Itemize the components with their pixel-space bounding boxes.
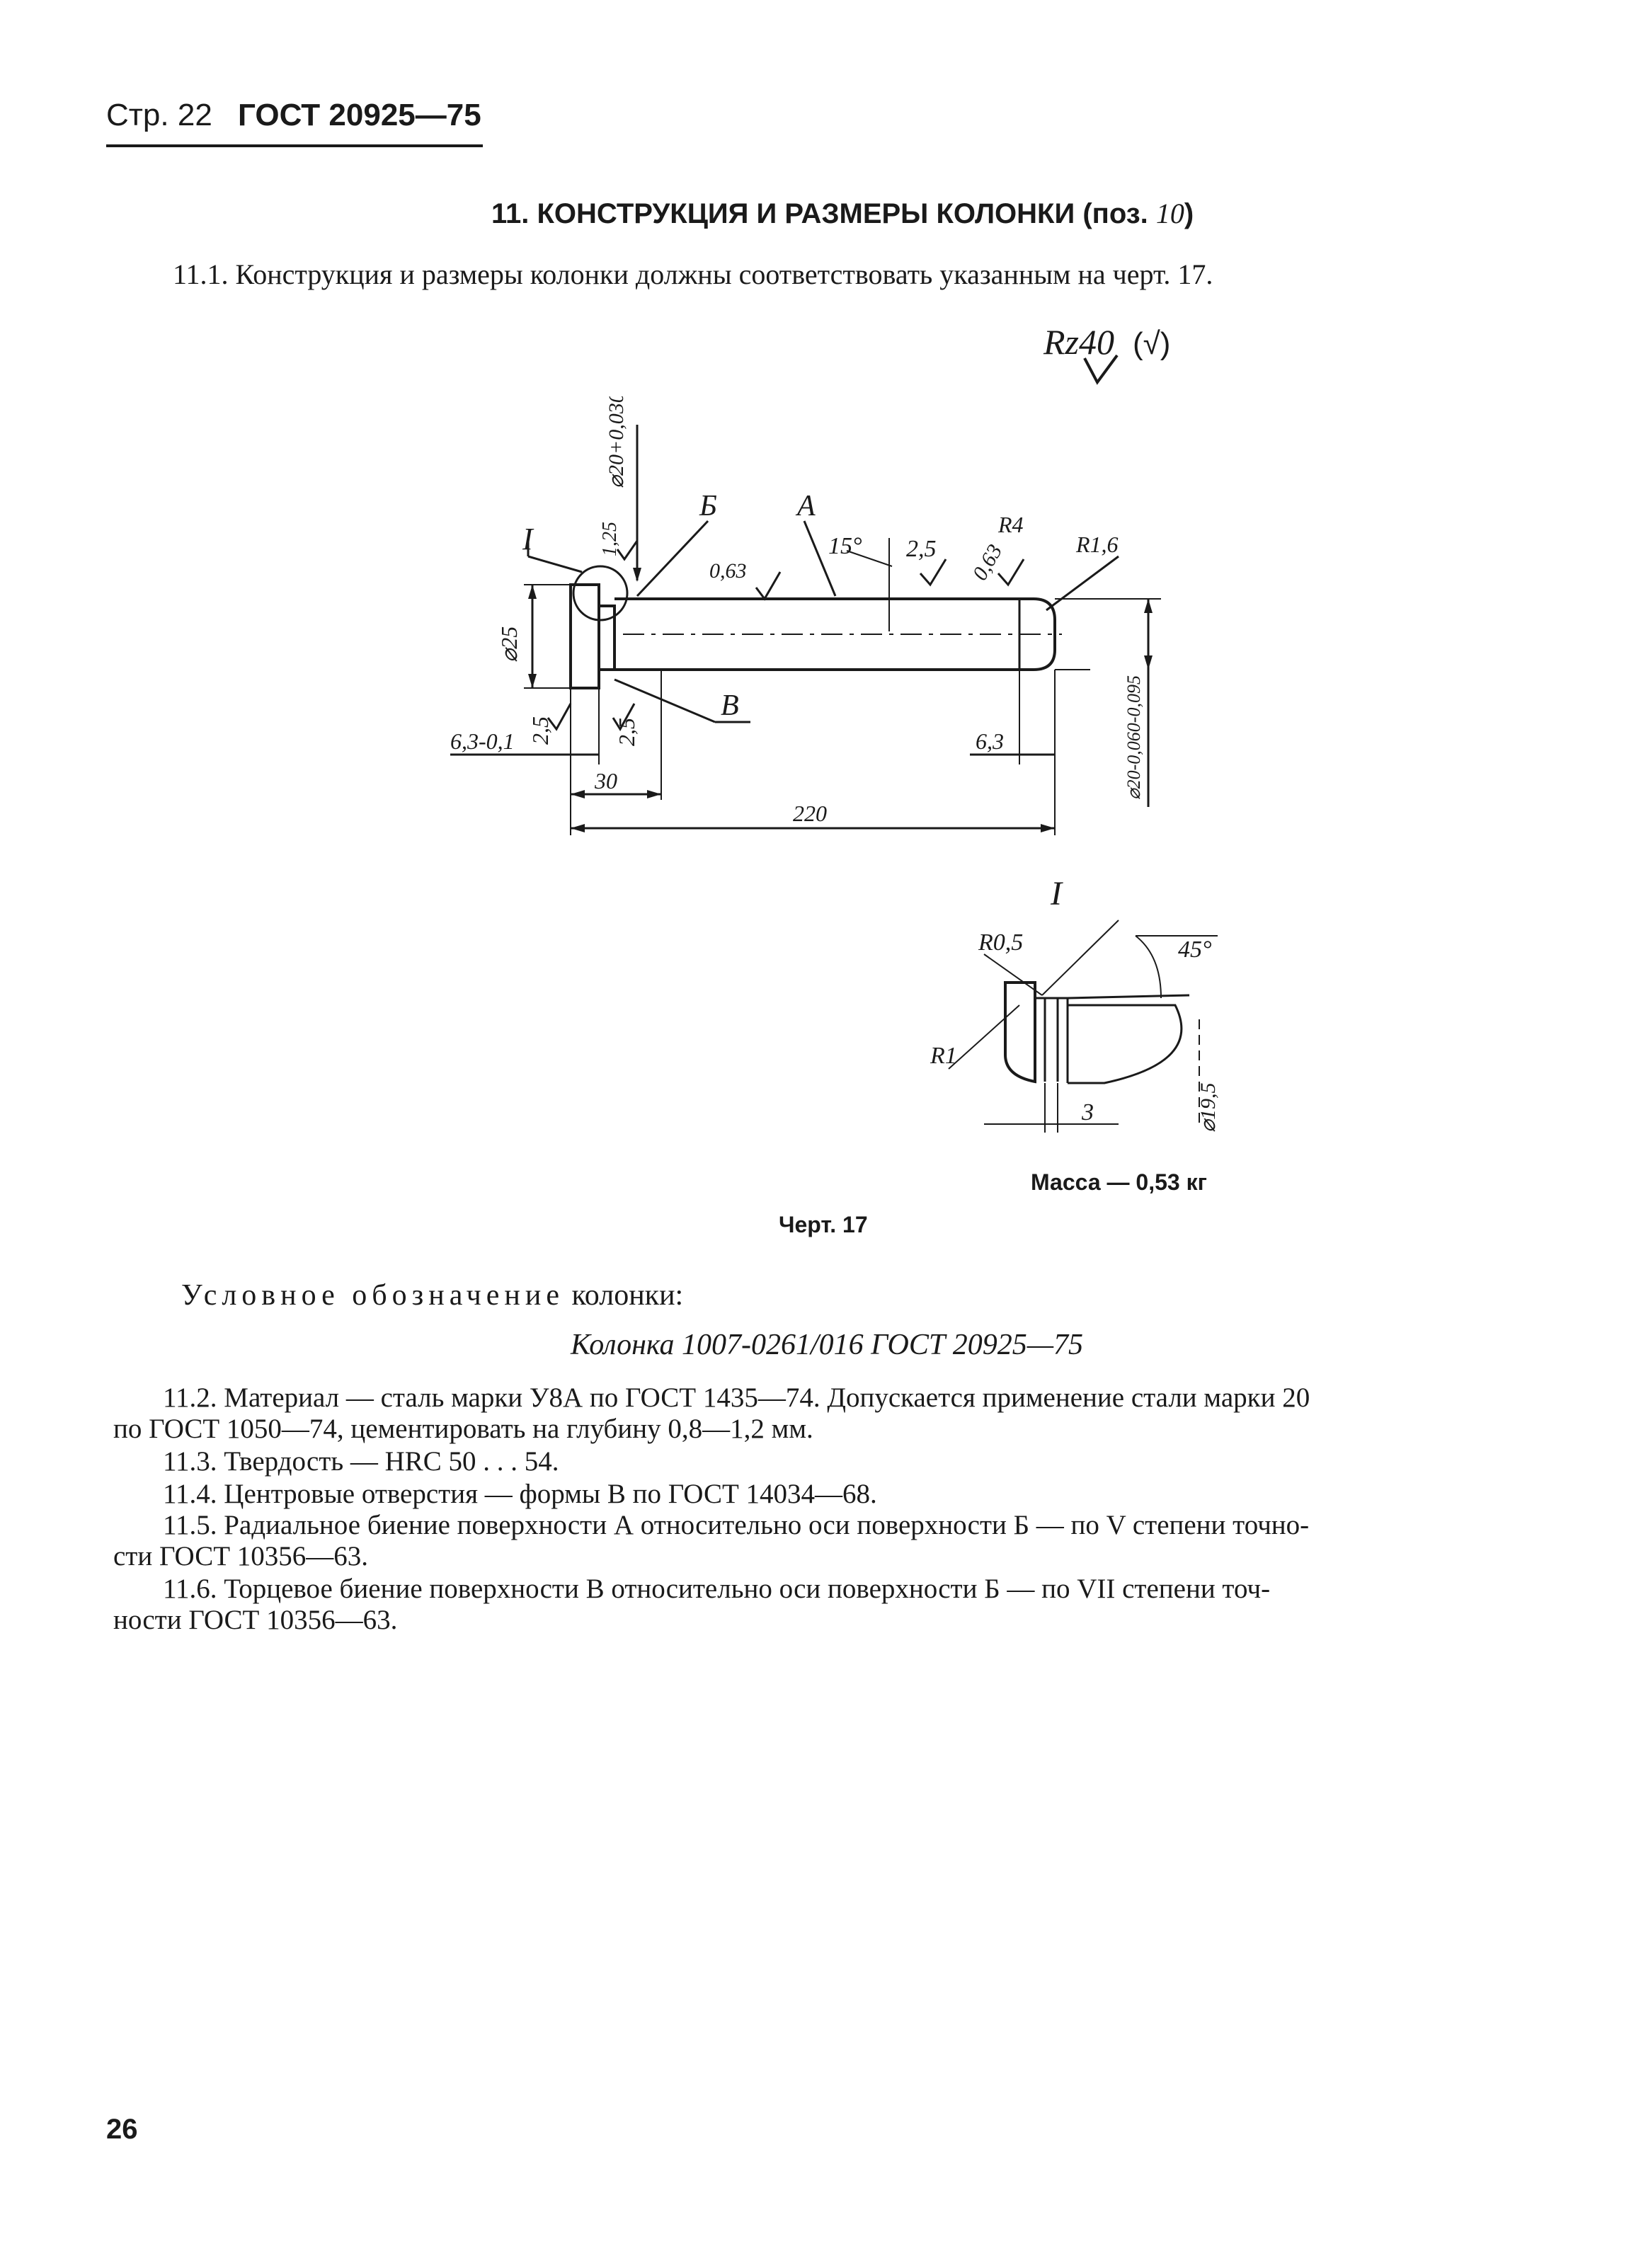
page-number: 26 — [106, 2114, 138, 2145]
label-r16: R1,6 — [1075, 532, 1119, 557]
section-title: 11. КОНСТРУКЦИЯ И РАЗМЕРЫ КОЛОНКИ (поз. … — [491, 197, 1194, 230]
section-title-text: 11. КОНСТРУКЦИЯ И РАЗМЕРЫ КОЛОНКИ (поз. — [491, 198, 1156, 229]
roughness-check: (√) — [1133, 326, 1171, 361]
label-dim-220: 220 — [793, 801, 827, 826]
label-rough-063-a: 0,63 — [709, 559, 747, 583]
detail-angle-arc — [1135, 935, 1162, 999]
detail-head — [1004, 981, 1036, 1084]
label-v: В — [721, 689, 739, 722]
detail-r05: R0,5 — [978, 929, 1023, 956]
label-angle-15: 15° — [828, 533, 862, 559]
label-dim-30: 30 — [594, 768, 617, 794]
label-d25: ⌀25 — [496, 626, 522, 663]
leader-v — [614, 678, 716, 723]
label-tol-top: ⌀20+0,030+0,015 — [605, 396, 628, 488]
figure-caption: Черт. 17 — [779, 1212, 868, 1237]
section-title-close: ) — [1184, 198, 1194, 229]
detail-leader — [527, 555, 583, 573]
detail-dim-3-label: 3 — [1081, 1099, 1094, 1126]
page-label: Стр. 22 — [106, 98, 212, 132]
label-r4: R4 — [997, 512, 1024, 537]
paragraph-11-6-b: ности ГОСТ 10356—63. — [113, 1605, 398, 1635]
label-dim-63-left: 6,3-0,1 — [450, 728, 515, 754]
paragraph-11-4: 11.4. Центровые отверстия — формы В по Г… — [163, 1479, 877, 1509]
roughness-rz: Rz40 — [1044, 322, 1114, 362]
detail-shaft — [1068, 1004, 1183, 1084]
paragraph-11-6-a: 11.6. Торцевое биение поверхности В отно… — [163, 1574, 1271, 1604]
designation-label-spaced: Условное обозначение — [181, 1279, 565, 1312]
section-title-ref: 10 — [1155, 197, 1184, 229]
standard-number: ГОСТ 20925—75 — [238, 98, 481, 132]
label-mark-one: I — [522, 522, 534, 556]
paragraph-11-2-b: по ГОСТ 1050—74, цементировать на глубин… — [113, 1414, 813, 1444]
designation-label: Условное обозначение колонки: — [181, 1278, 683, 1312]
roughness-check-icon — [1083, 354, 1119, 385]
leader-r16 — [1046, 555, 1119, 612]
column-drawing: ⌀20+0,030+0,015 1,25 I Б А 15° 2,5 0,63 … — [450, 396, 1161, 835]
label-125: 1,25 — [599, 522, 621, 556]
paragraph-11-3: 11.3. Твердость — HRC 50 . . . 54. — [163, 1446, 559, 1477]
detail-title: I — [1050, 875, 1063, 912]
page-header: Стр. 22 ГОСТ 20925—75 — [106, 98, 481, 133]
detail-circle — [572, 565, 629, 622]
paragraph-11-2-a: 11.2. Материал — сталь марки У8А по ГОСТ… — [163, 1382, 1310, 1413]
label-a: А — [795, 490, 816, 522]
leader-a — [803, 520, 837, 597]
mass-label: Масса — 0,53 кг — [1031, 1169, 1207, 1195]
designation-label-rest: колонки: — [564, 1279, 684, 1312]
detail-drawing: I R0,5 45° R1 3 ⌀19,5 — [930, 875, 1220, 1133]
paragraph-11-1: 11.1. Конструкция и размеры колонки долж… — [173, 258, 1213, 290]
detail-angle-45: 45° — [1178, 937, 1212, 963]
label-rough-25-right: 2,5 — [614, 718, 639, 746]
paragraph-11-5-b: сти ГОСТ 10356—63. — [113, 1541, 369, 1571]
label-dim-63-right: 6,3 — [976, 728, 1004, 754]
column-neck — [597, 605, 616, 671]
paragraph-11-5-a: 11.5. Радиальное биение поверхности А от… — [163, 1510, 1310, 1540]
header-rule — [106, 144, 483, 147]
column-shaft — [614, 597, 1056, 671]
leader-b-cyr — [636, 520, 709, 597]
label-tol-right: ⌀20-0,060-0,095 — [1123, 675, 1144, 800]
detail-r1: R1 — [930, 1043, 957, 1069]
designation: Колонка 1007-0261/016 ГОСТ 20925—75 — [571, 1329, 1084, 1361]
label-rough-25-left: 2,5 — [527, 716, 553, 745]
label-b-cyr: Б — [699, 490, 717, 522]
label-rough-25-top: 2,5 — [906, 536, 937, 562]
detail-d195-label: ⌀19,5 — [1196, 1082, 1220, 1133]
roughness-mark: Rz40 (√) — [1044, 321, 1170, 362]
